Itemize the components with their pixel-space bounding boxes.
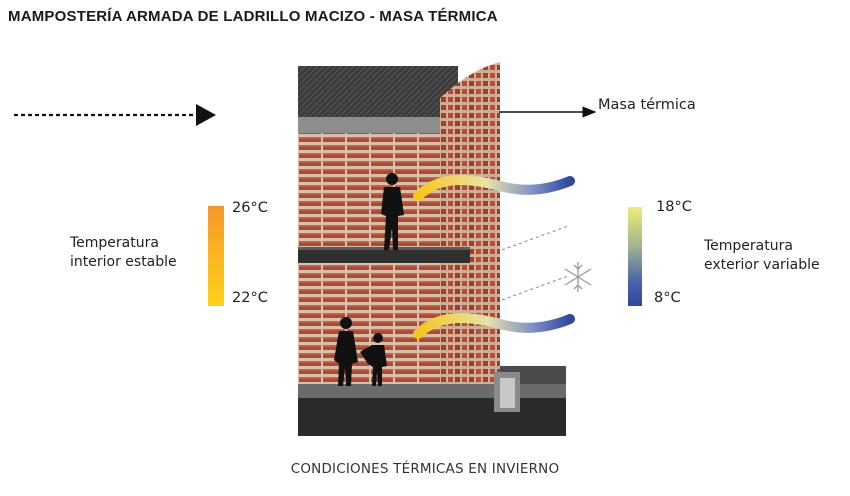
snowflake-icon [564,262,592,292]
roof [298,66,458,117]
exterior-temperature-label: Temperatura exterior variable [704,237,820,275]
interior-label-line1: Temperatura [70,235,159,251]
ground-floor [298,384,566,398]
interior-max-temp: 26°C [232,200,268,216]
roof-slab [298,117,458,133]
building-section [298,62,566,436]
upper-heat-wave [413,175,575,201]
side-brick-wall [440,62,500,395]
interior-min-temp: 22°C [232,290,268,306]
thermal-mass-label: Masa térmica [598,97,696,113]
exterior-temperature-bar [628,207,642,306]
interior-temperature-bar [208,206,224,306]
diagram-caption: CONDICIONES TÉRMICAS EN INVIERNO [290,461,560,477]
floor-slab [298,247,470,263]
exterior-label-line2: exterior variable [704,257,820,273]
adult-silhouette-icon [334,317,358,386]
person-upper-icon [381,173,404,250]
dashed-arrow-icon [14,104,216,126]
diagram-title: MAMPOSTERÍA ARMADA DE LADRILLO MACIZO - … [8,8,498,25]
moon-icon [574,212,593,239]
child-silhouette-icon [360,333,387,386]
lower-heat-wave [413,313,575,339]
interior-label-line2: interior estable [70,254,177,270]
heat-flow-waves [413,175,575,339]
exterior-min-temp: 8°C [654,290,681,306]
exterior-label-line1: Temperatura [704,238,793,254]
foundation [298,398,566,436]
exterior-max-temp: 18°C [656,199,692,215]
interior-temperature-label: Temperatura interior estable [70,234,177,272]
